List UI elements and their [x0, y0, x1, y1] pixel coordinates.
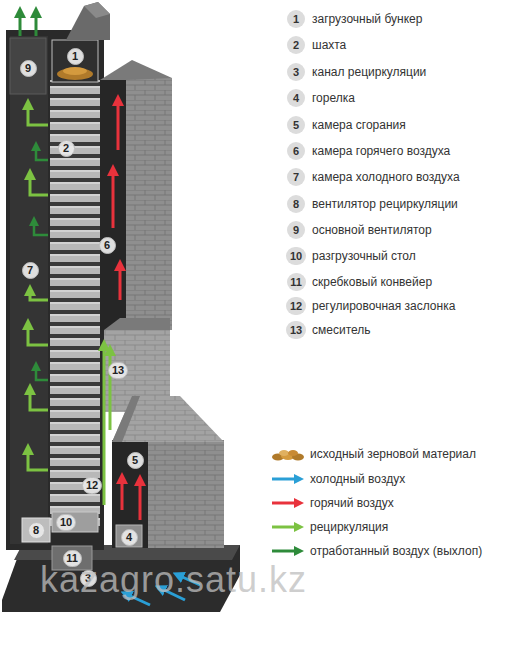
key-number-text: 12: [290, 301, 302, 312]
key-number-text: 1: [293, 14, 299, 25]
callout-number: 10: [56, 514, 76, 531]
watermark: kazagro.satu.kz: [40, 562, 307, 598]
key-text: камера горячего воздуха: [312, 144, 450, 158]
arrow-head: [294, 546, 304, 556]
cold-chamber-arrows: [34, 146, 48, 380]
callout-number: 2: [58, 140, 75, 157]
callout-number-text: 6: [104, 240, 110, 251]
callout-number: 8: [28, 522, 45, 539]
key-text: камера сгорания: [312, 118, 406, 132]
key-number-text: 6: [293, 146, 299, 157]
recirculation-arrows: [28, 104, 110, 505]
callout-number-text: 1: [72, 51, 78, 62]
callout-number: 13: [108, 362, 128, 379]
grain-blob: [279, 450, 289, 456]
grain-icon: [270, 446, 306, 462]
key-number: 7: [287, 168, 305, 186]
key-text: смеситель: [312, 323, 371, 337]
exhaust-arrows: [20, 12, 36, 36]
key-number-text: 7: [293, 172, 299, 183]
callout-number: 1: [67, 48, 84, 65]
key-text: горелка: [312, 91, 355, 105]
callout-number: 6: [99, 237, 116, 254]
key-number-text: 2: [293, 40, 299, 51]
key-number: 2: [287, 36, 305, 54]
key-number-text: 9: [293, 225, 299, 236]
key-text: скребковый конвейер: [312, 275, 432, 289]
legend-arrow: [270, 519, 306, 535]
key-number-text: 13: [290, 325, 302, 336]
key-text: шахта: [312, 38, 346, 52]
callout-number-text: 9: [25, 63, 31, 74]
key-text: основной вентилятор: [312, 223, 432, 237]
callout-number-text: 5: [132, 455, 138, 466]
callout-number-text: 2: [63, 143, 69, 154]
key-text: канал рециркуляции: [312, 65, 426, 79]
key-number: 5: [287, 116, 305, 134]
legend-text: исходный зерновой материал: [310, 447, 476, 461]
callout-number: 12: [82, 477, 102, 494]
key-number-text: 8: [293, 199, 299, 210]
arrow-shaft: [272, 478, 296, 481]
callout-number-text: 12: [86, 480, 98, 491]
key-number: 3: [287, 63, 305, 81]
key-text: вентилятор рециркуляции: [312, 197, 458, 211]
key-number-text: 5: [293, 120, 299, 131]
key-text: загрузочный бункер: [312, 12, 422, 26]
callout-number: 5: [127, 452, 144, 469]
legend-text: холодный воздух: [310, 472, 405, 486]
arrow-head: [294, 474, 304, 484]
callout-number: 9: [20, 60, 37, 77]
key-number: 13: [286, 321, 306, 339]
key-number-text: 4: [293, 93, 299, 104]
legend-arrow: [270, 495, 306, 511]
arrow-head: [294, 498, 304, 508]
key-number-text: 3: [293, 67, 299, 78]
key-text: разгрузочный стол: [312, 249, 416, 263]
furnace-block: [112, 396, 224, 548]
tower-body: [6, 2, 110, 550]
key-number-text: 10: [290, 251, 302, 262]
key-number: 9: [287, 221, 305, 239]
arrow-shaft: [272, 526, 296, 529]
key-number: 4: [287, 89, 305, 107]
callout-number-text: 8: [33, 525, 39, 536]
key-number: 12: [286, 297, 306, 315]
grain-blob: [288, 450, 298, 456]
key-text: камера холодного воздуха: [312, 170, 460, 184]
key-number: 10: [286, 247, 306, 265]
callout-number-text: 10: [60, 517, 72, 528]
key-number-text: 11: [290, 277, 302, 288]
key-number: 6: [287, 142, 305, 160]
key-number: 8: [287, 195, 305, 213]
callout-number: 7: [22, 262, 39, 279]
arrow-shaft: [272, 502, 296, 505]
callout-number: 4: [121, 529, 138, 546]
key-text: регулировочная заслонка: [312, 299, 455, 313]
legend-text: горячий воздух: [310, 496, 394, 510]
key-number: 1: [287, 10, 305, 28]
arrow-head: [294, 522, 304, 532]
callout-number-text: 7: [27, 265, 33, 276]
arrow-shaft: [272, 550, 296, 553]
legend-arrow: [270, 543, 306, 559]
legend-text: рециркуляция: [310, 520, 388, 534]
legend-text: отработанный воздух (выхлоп): [310, 544, 482, 558]
legend-arrow: [270, 471, 306, 487]
key-number: 11: [287, 273, 306, 291]
callout-number-text: 4: [126, 532, 132, 543]
callout-number-text: 13: [112, 365, 124, 376]
